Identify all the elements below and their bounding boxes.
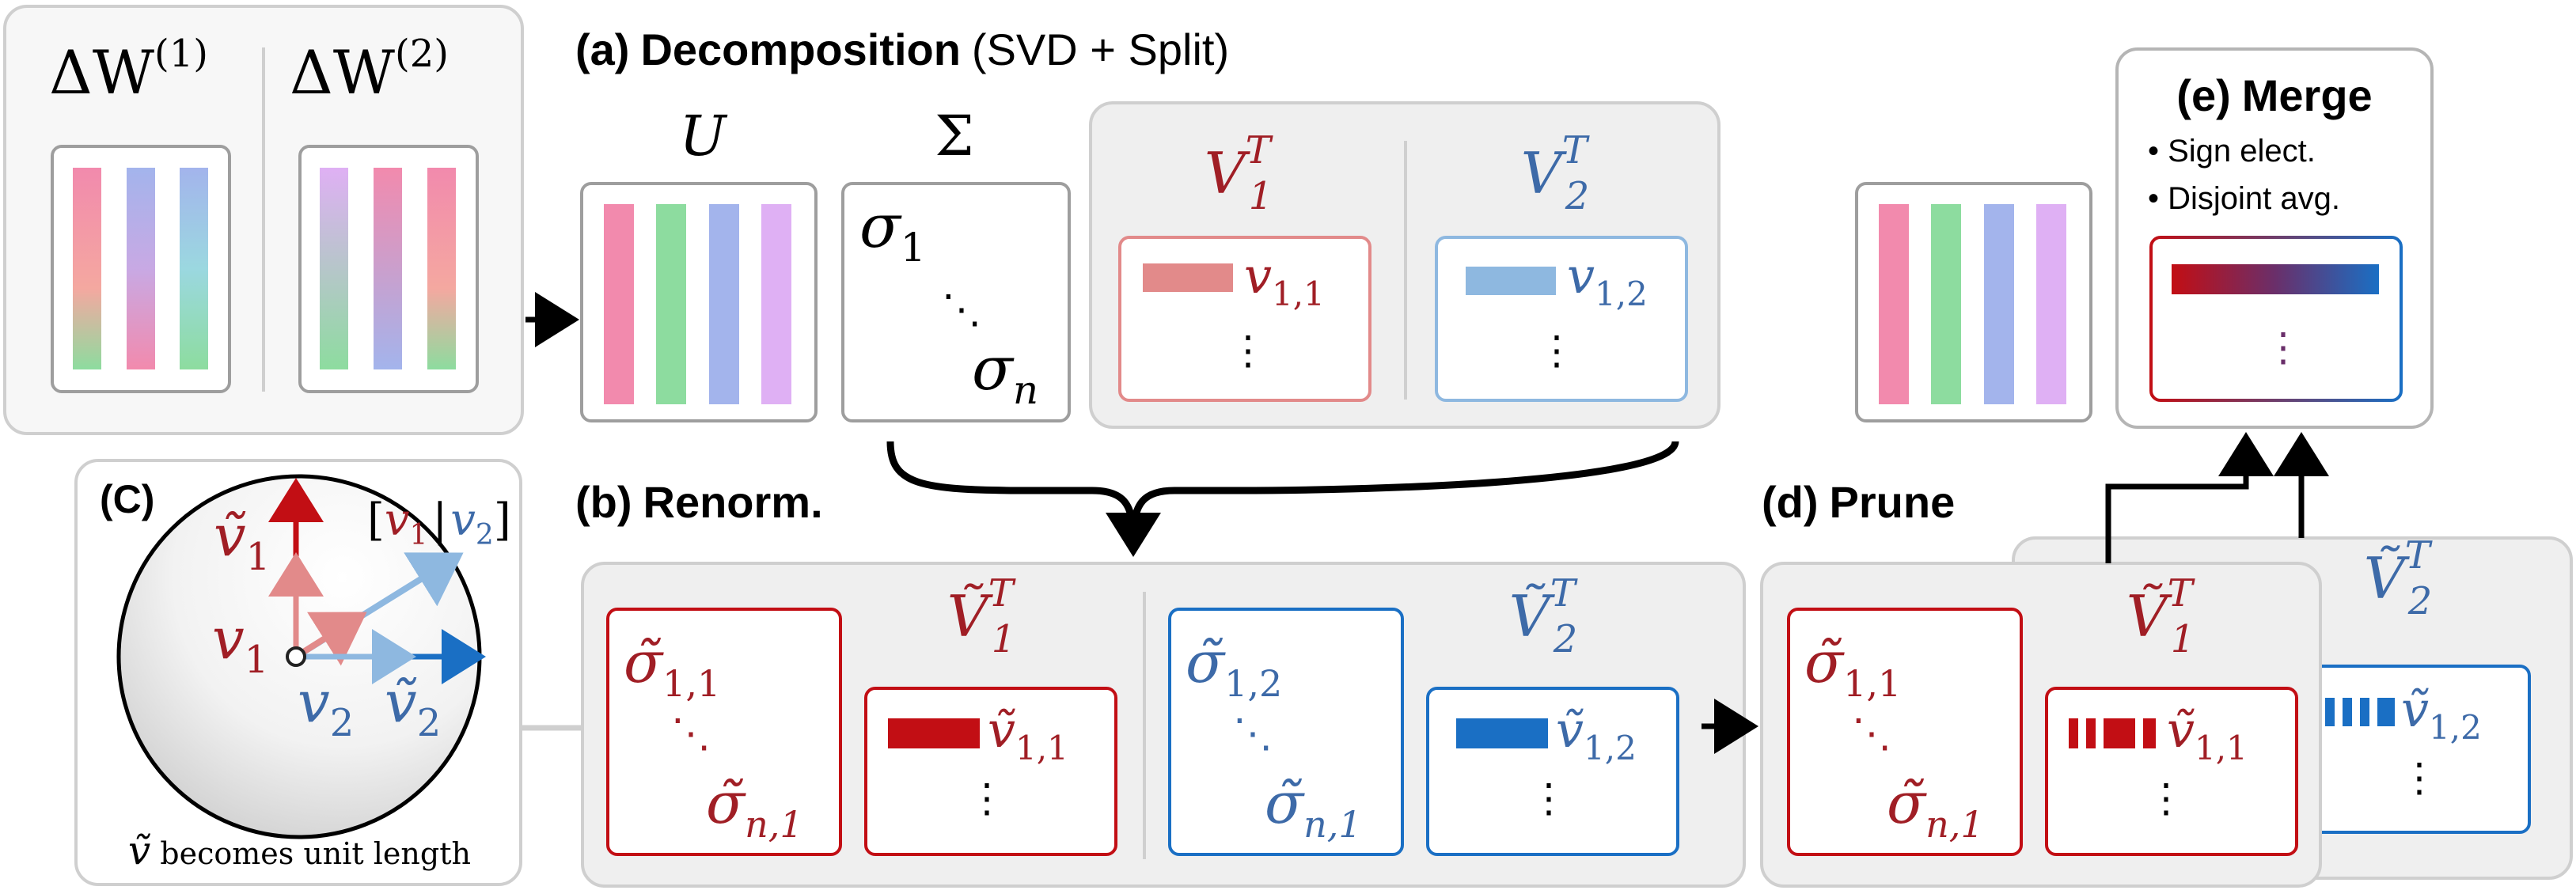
panel-d-title: (d)Prune — [1762, 477, 1955, 527]
renorm-s2-dots: ⋱ — [1233, 710, 1273, 756]
merge-bullet-2: • Disjoint avg. — [2148, 181, 2340, 216]
renorm-sn1: σ̃n,1 — [706, 770, 803, 846]
sigma-n: σn — [972, 333, 1038, 413]
v2-tilde-label: ṽ2 — [385, 669, 441, 745]
v2t-matrix: v1,2 ⋮ — [1435, 236, 1688, 402]
delta-w-panel: ΔW(1) ΔW(2) — [3, 5, 524, 435]
panel-c-tag: (C) — [100, 477, 154, 521]
sigma-dots: ⋱ — [942, 286, 981, 332]
delta-w1-matrix — [51, 145, 231, 393]
v2-label: v2 — [298, 669, 354, 745]
u-matrix — [580, 182, 818, 422]
sigma-1: σ1 — [859, 191, 926, 271]
prune-s11: σ̃1,1 — [1804, 629, 1901, 705]
renorm-s12: σ̃1,2 — [1186, 629, 1282, 705]
u-label: U — [680, 104, 728, 169]
prune-v1t-vdots: ⋮ — [2146, 775, 2186, 821]
v1-label: v1 — [212, 605, 268, 682]
renorm-v11: ṽ1,1 — [988, 701, 1068, 767]
merged-vdots: ⋮ — [2263, 324, 2303, 370]
panel-b-title: (b)Renorm. — [575, 477, 823, 527]
panel-a-decomposition: (a)Decomposition(SVD + Split) U Σ σ1 ⋱ σ… — [575, 25, 1720, 429]
merge-bullet-1: • Sign elect. — [2148, 134, 2316, 169]
curly-brace — [886, 440, 1679, 532]
merged-u-matrix — [1855, 182, 2092, 422]
v11-label: v1,1 — [1244, 247, 1325, 313]
renorm-sn1-blue: σ̃n,1 — [1265, 770, 1362, 846]
merged-vector-bar — [2172, 264, 2379, 294]
v2t-vdots: ⋮ — [1537, 328, 1576, 373]
renorm-s11: σ̃1,1 — [624, 629, 720, 705]
renorm-sigma1-matrix: σ̃1,1 ⋱ σ̃n,1 — [606, 608, 842, 856]
v1-tilde-label: ṽ1 — [214, 502, 270, 579]
v1t-matrix: v1,1 ⋮ — [1118, 236, 1371, 402]
panel-e-title: (e)Merge — [2176, 70, 2372, 120]
panel-a-title: (a)Decomposition(SVD + Split) — [575, 25, 1229, 74]
arrow-prune-to-merge-1 — [2105, 432, 2274, 563]
prune-v11: ṽ1,1 — [2167, 701, 2248, 767]
delta-w1-label: ΔW(1) — [49, 32, 208, 108]
v12-label: v1,2 — [1567, 247, 1648, 313]
renorm-sigma2-matrix: σ̃1,2 ⋱ σ̃n,1 — [1168, 608, 1404, 856]
v1-short-arrow — [294, 612, 367, 666]
merged-vector-card — [2149, 236, 2403, 402]
sigma-matrix: σ1 ⋱ σn — [841, 182, 1071, 422]
prune-dots: ⋱ — [1852, 710, 1891, 756]
renorm-v12: ṽ1,2 — [1556, 701, 1637, 767]
renorm-v2t-matrix: ṽ1,2 ⋮ — [1426, 687, 1679, 856]
renorm-v2t-vdots: ⋮ — [1529, 775, 1569, 821]
renorm-s1-dots: ⋱ — [671, 710, 711, 756]
concat-label: [v1|v2] — [367, 494, 511, 551]
prune-v12: ṽ1,2 — [2401, 680, 2482, 747]
origin-point — [286, 646, 306, 667]
sigma-label: Σ — [935, 104, 974, 169]
renorm-v1t-vdots: ⋮ — [967, 775, 1007, 821]
delta-w2-label: ΔW(2) — [290, 32, 449, 108]
prune-v2t-vdots: ⋮ — [2400, 755, 2439, 801]
delta-w2-matrix — [298, 145, 479, 393]
v1t-vdots: ⋮ — [1228, 328, 1268, 373]
renorm-v1t-matrix: ṽ1,1 ⋮ — [864, 687, 1117, 856]
panel-e-merge: (e)Merge • Sign elect. • Disjoint avg. ⋮ — [2115, 47, 2434, 429]
prune-sn1: σ̃n,1 — [1887, 770, 1984, 846]
